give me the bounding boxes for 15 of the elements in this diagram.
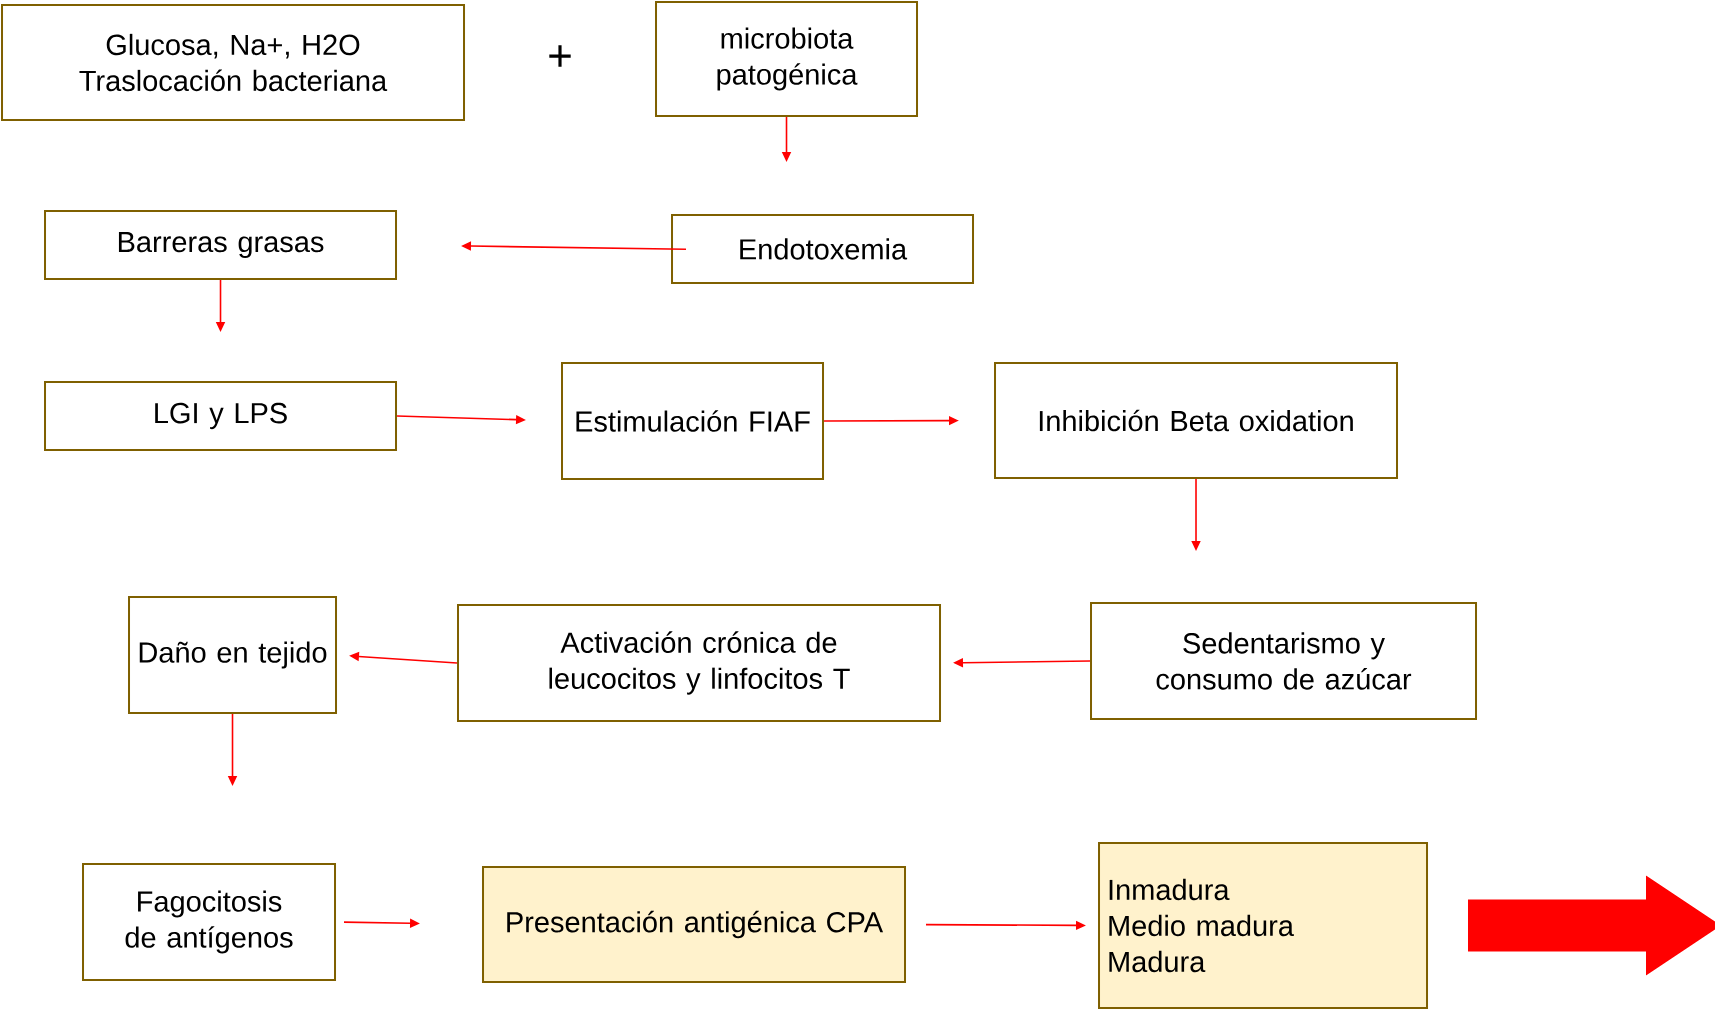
process-box: Estimulación FIAF [561, 362, 824, 480]
process-box: microbiota patogénica [655, 1, 918, 117]
plus-sign: + [549, 45, 571, 67]
process-box: Glucosa, Na+, H2O Traslocación bacteriana [1, 4, 465, 121]
process-box: Fagocitosis de antígenos [82, 863, 336, 981]
process-box: LGI y LPS [44, 381, 397, 451]
process-box: Barreras grasas [44, 210, 397, 280]
process-box: Daño en tejido [128, 596, 337, 714]
process-box: Activación crónica de leucocitos y linfocitos T [457, 604, 941, 722]
process-box: Presentación antigénica CPA [482, 866, 906, 983]
process-box: Sedentarismo y consumo de azúcar [1090, 602, 1477, 720]
process-box: Inhibición Beta oxidation [994, 362, 1398, 479]
block-arrow [1468, 875, 1715, 976]
process-box: Inmadura Medio madura Madura [1098, 842, 1428, 1009]
process-box: Endotoxemia [671, 214, 974, 284]
